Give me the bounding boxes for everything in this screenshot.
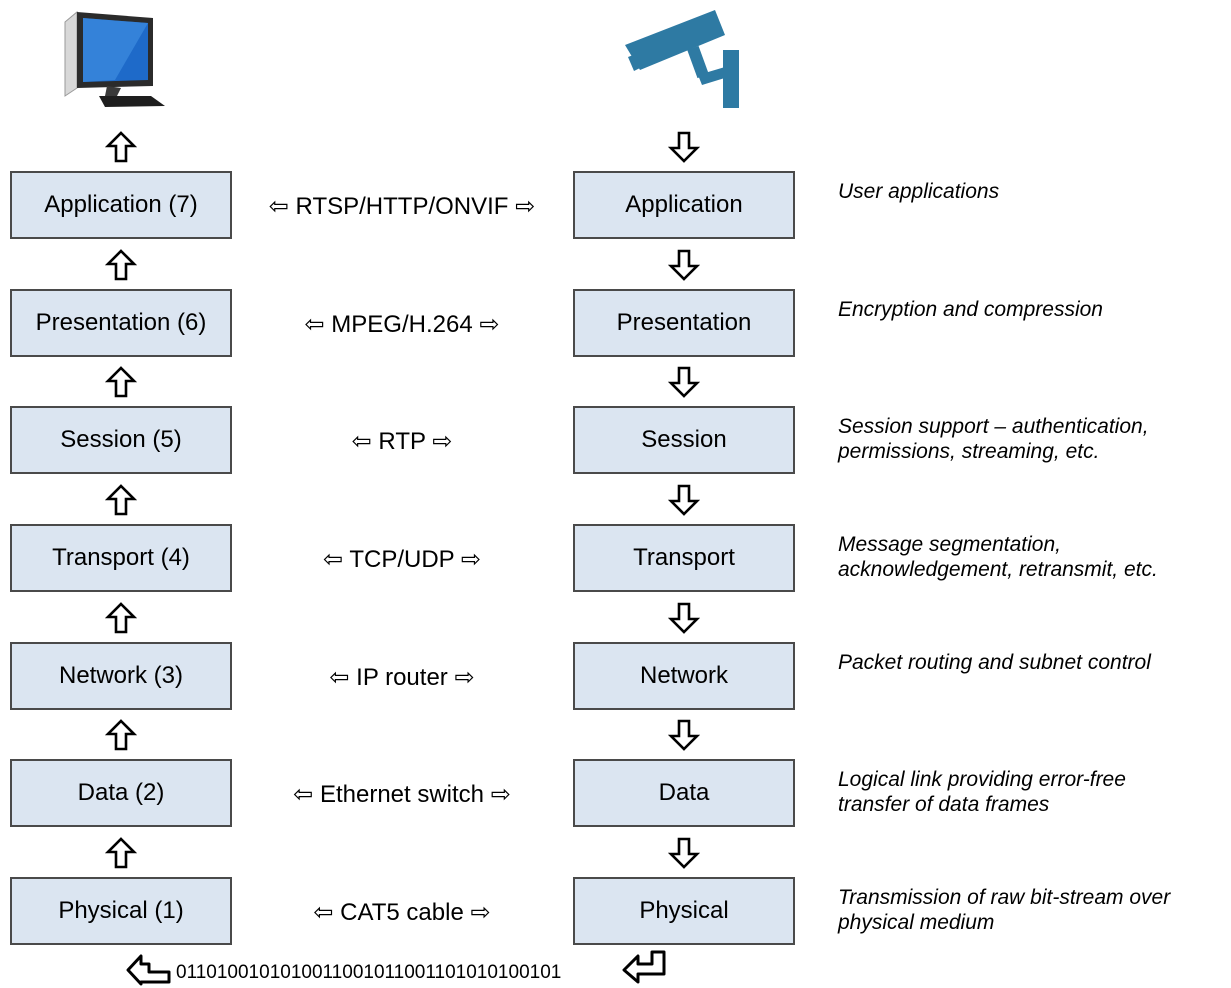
description-line: permissions, streaming, etc. [838, 440, 1100, 463]
up-arrow-icon [105, 719, 137, 751]
left-layer-label: Application (7) [44, 191, 198, 218]
down-arrow-icon [668, 131, 700, 163]
down-arrow-icon [668, 484, 700, 516]
layer-description: User applications [838, 179, 999, 204]
curved-arrow-left-icon [126, 954, 171, 986]
right-layer-label: Application [625, 191, 743, 218]
computer-monitor-icon [64, 10, 165, 107]
right-layer-label: Transport [633, 544, 735, 571]
description-line: User applications [838, 180, 1000, 203]
description-line: Transmission of raw bit-stream over [838, 886, 1171, 909]
right-layer-box: Physical [573, 877, 795, 945]
description-line: transfer of data frames [838, 793, 1050, 816]
left-layer-box: Network (3) [10, 642, 232, 710]
right-layer-box: Transport [573, 524, 795, 592]
protocol-label: ⇦ MPEG/H.264 ⇨ [304, 311, 500, 338]
right-layer-label: Network [639, 662, 729, 689]
left-layer-label: Data (2) [77, 779, 165, 806]
left-layer-box: Presentation (6) [10, 289, 232, 357]
protocol-label: ⇦ RTSP/HTTP/ONVIF ⇨ [268, 193, 536, 220]
layer-description: Message segmentation,acknowledgement, re… [838, 532, 1158, 582]
down-arrow-icon [668, 602, 700, 634]
security-camera-icon [625, 10, 739, 108]
right-layer-box: Presentation [573, 289, 795, 357]
right-layer-label: Data [658, 779, 710, 806]
protocol-label: ⇦ Ethernet switch ⇨ [293, 781, 511, 808]
layer-description: Packet routing and subnet control [838, 650, 1151, 675]
up-arrow-icon [105, 837, 137, 869]
bitstream: 0110100101010011001011001101010100101 [176, 962, 562, 983]
protocol-label: ⇦ IP router ⇨ [329, 664, 475, 691]
right-layer-label: Presentation [616, 309, 752, 336]
left-layer-label: Physical (1) [58, 897, 184, 924]
right-layer-box: Application [573, 171, 795, 239]
description-line: Session support – authentication, [838, 415, 1149, 438]
up-arrow-icon [105, 131, 137, 163]
left-layer-label: Session (5) [60, 426, 182, 453]
right-layer-box: Session [573, 406, 795, 474]
up-arrow-icon [105, 366, 137, 398]
protocol-label: ⇦ CAT5 cable ⇨ [313, 899, 491, 926]
left-layer-box: Session (5) [10, 406, 232, 474]
left-layer-label: Network (3) [58, 662, 184, 689]
up-arrow-icon [105, 249, 137, 281]
protocol-label: ⇦ TCP/UDP ⇨ [322, 546, 482, 573]
description-line: Encryption and compression [838, 298, 1103, 321]
up-arrow-icon [105, 602, 137, 634]
left-layer-box: Data (2) [10, 759, 232, 827]
description-line: Logical link providing error-free [838, 768, 1126, 791]
right-layer-box: Network [573, 642, 795, 710]
down-arrow-icon [668, 837, 700, 869]
protocol-label: ⇦ RTP ⇨ [351, 428, 453, 455]
down-arrow-icon [668, 366, 700, 398]
up-arrow-icon [105, 484, 137, 516]
right-layer-label: Physical [639, 897, 729, 924]
curved-arrow-right-icon [622, 950, 666, 984]
right-layer-label: Session [641, 426, 727, 453]
description-line: Packet routing and subnet control [838, 651, 1151, 674]
left-layer-label: Presentation (6) [35, 309, 207, 336]
left-layer-box: Transport (4) [10, 524, 232, 592]
down-arrow-icon [668, 719, 700, 751]
layer-description: Session support – authentication,permiss… [838, 414, 1149, 464]
left-layer-box: Physical (1) [10, 877, 232, 945]
left-layer-box: Application (7) [10, 171, 232, 239]
description-line: physical medium [838, 911, 995, 934]
layer-description: Encryption and compression [838, 297, 1103, 322]
description-line: acknowledgement, retransmit, etc. [838, 558, 1158, 581]
description-line: Message segmentation, [838, 533, 1061, 556]
left-layer-label: Transport (4) [52, 544, 190, 571]
right-layer-box: Data [573, 759, 795, 827]
down-arrow-icon [668, 249, 700, 281]
